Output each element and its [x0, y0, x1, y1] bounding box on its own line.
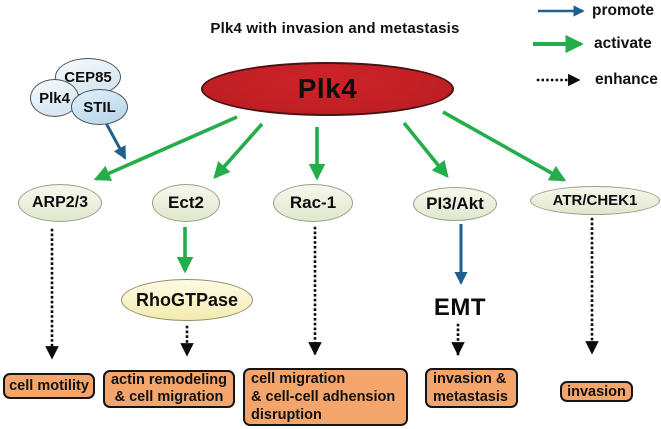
- complex-plk4-ellipse: Plk4: [30, 79, 79, 117]
- edge-plk4-arp23-activate-arrow: [93, 115, 238, 181]
- node-ect2: Ect2: [152, 184, 220, 222]
- outcome-actin-remodeling-box: actin remodeling & cell migration: [103, 370, 235, 408]
- outcome-cell-motility-box: cell motility: [3, 373, 95, 399]
- edge-plk4-pi3akt-activate-arrow: [402, 121, 449, 178]
- node-pi3akt: PI3/Akt: [413, 187, 497, 221]
- legend-label-promote: promote: [592, 2, 654, 19]
- node-rhogtpase: RhoGTPase: [121, 279, 253, 321]
- edge-plk4-ect2-activate-arrow: [213, 122, 264, 179]
- node-atrchek1: ATR/CHEK1: [530, 186, 660, 215]
- diagram-title: Plk4 with invasion and metastasis: [210, 20, 460, 37]
- legend-label-activate: activate: [594, 35, 652, 52]
- hub-plk4-ellipse: Plk4: [201, 62, 454, 116]
- outcome-invasion-metastasis-box: invasion & metastasis: [425, 368, 518, 408]
- edge-plk4-atrchek1-activate-arrow: [442, 110, 567, 182]
- outcome-invasion-box: invasion: [560, 381, 633, 402]
- node-emt: EMT: [433, 294, 487, 321]
- complex-stil-ellipse: STIL: [71, 89, 128, 125]
- legend-label-enhance: enhance: [595, 71, 658, 88]
- node-arp23: ARP2/3: [18, 184, 102, 222]
- node-rac1: Rac-1: [273, 184, 353, 222]
- outcome-adhesion-disruption-box: cell migration & cell-cell adhension dis…: [243, 368, 408, 426]
- edge-complex-arp23-promote-arrow: [104, 122, 127, 160]
